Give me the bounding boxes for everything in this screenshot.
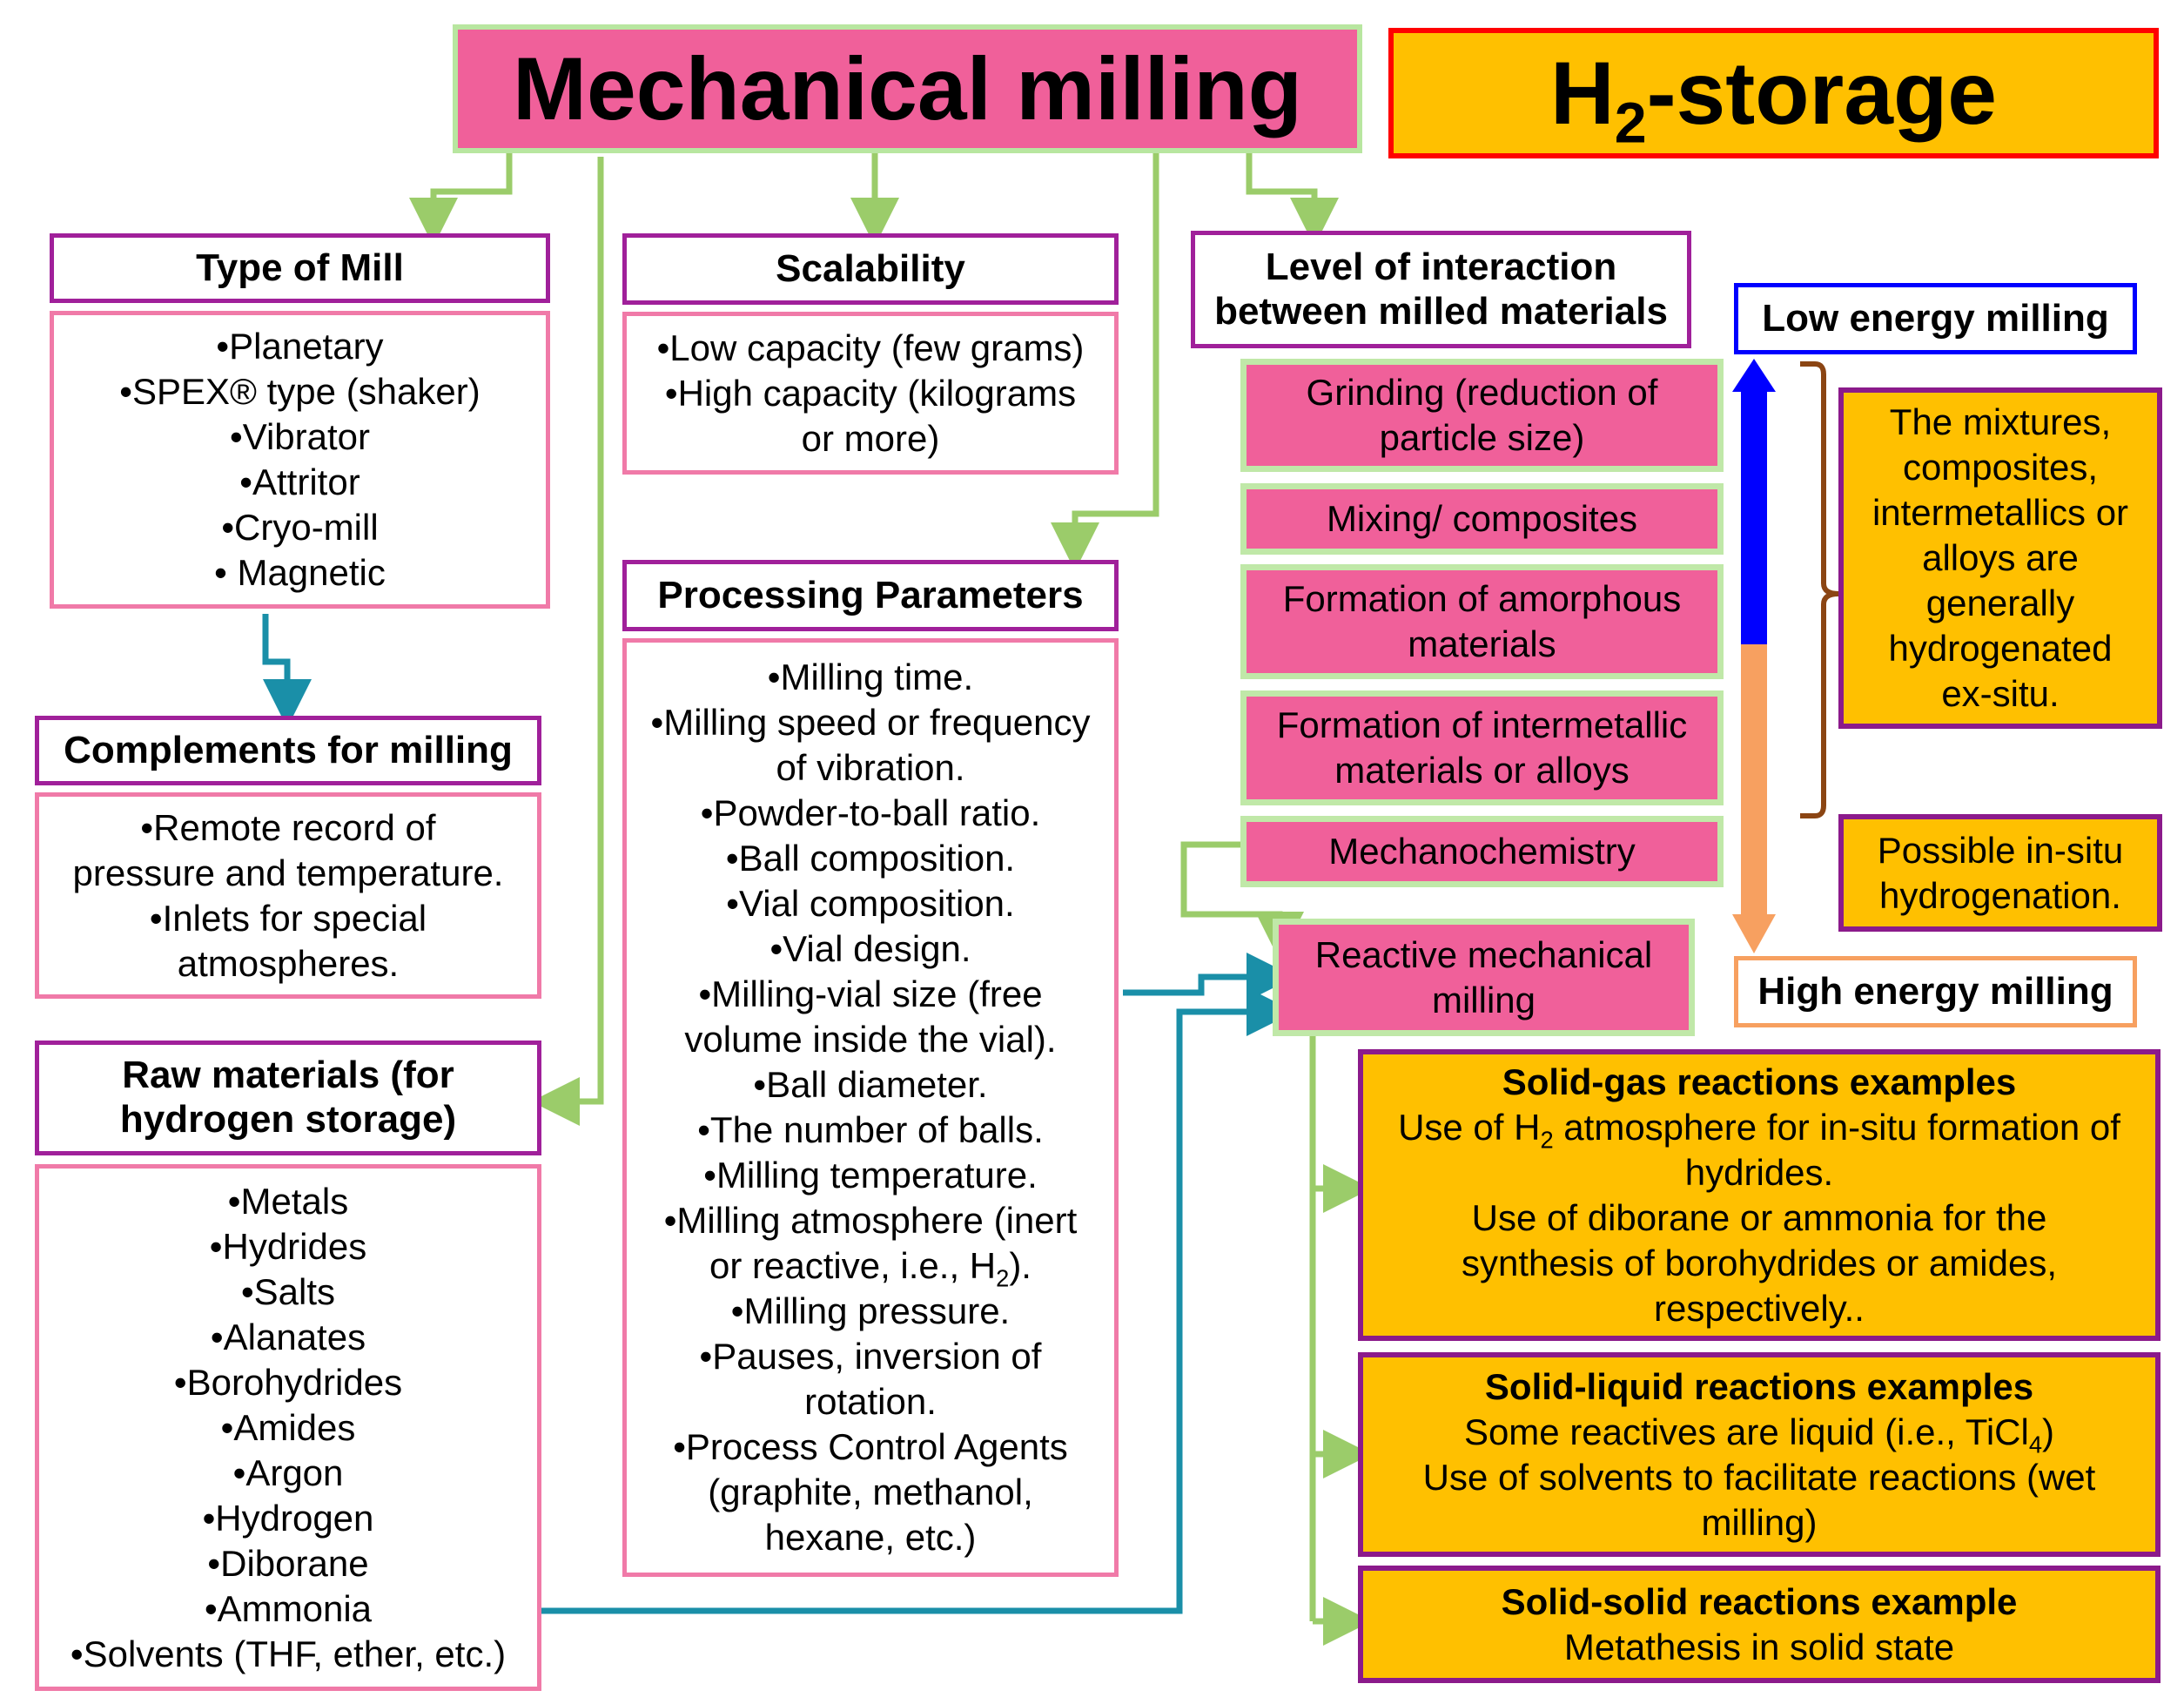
reactive-mechanical-milling: Reactive mechanical milling bbox=[1273, 919, 1695, 1036]
list-item: •SPEX® type (shaker) bbox=[119, 371, 480, 412]
arrow-to-interaction bbox=[1246, 152, 1339, 246]
list-item: •Cryo-mill bbox=[221, 507, 379, 548]
h2-storage-title: H2-storage bbox=[1388, 28, 2159, 158]
list-item: •Milling atmosphere (inert bbox=[663, 1200, 1078, 1241]
list-item: atmospheres. bbox=[177, 942, 400, 984]
list-item: •Powder-to-ball ratio. bbox=[700, 792, 1041, 833]
high-energy-milling-label: High energy milling bbox=[1734, 956, 2137, 1027]
list-item: •Ammonia bbox=[204, 1587, 373, 1629]
low-energy-arrowhead bbox=[1732, 359, 1776, 392]
list-item: •Alanates bbox=[210, 1316, 366, 1357]
type-of-mill-list: •Planetary •SPEX® type (shaker) •Vibrato… bbox=[50, 311, 550, 609]
list-item: •Argon bbox=[232, 1451, 344, 1493]
list-item: •Attritor bbox=[239, 461, 360, 502]
list-item: •Milling speed or frequency bbox=[650, 702, 1091, 743]
solid-solid-title: Solid-solid reactions example bbox=[1501, 1580, 2018, 1622]
list-item: •Ball diameter. bbox=[753, 1064, 988, 1105]
list-item: •Milling time. bbox=[767, 657, 974, 697]
list-item: •Vial composition. bbox=[726, 883, 1015, 924]
solid-gas-line: Use of H2 atmosphere for in-situ formati… bbox=[1398, 1106, 2120, 1153]
list-item: •Vibrator bbox=[229, 416, 370, 457]
list-item: •Salts bbox=[240, 1270, 336, 1312]
complements-list: •Remote record of pressure and temperatu… bbox=[35, 792, 541, 999]
arrow-to-processing bbox=[1051, 152, 1159, 571]
low-energy-milling-label: Low energy milling bbox=[1734, 283, 2137, 354]
solid-liquid-line: Some reactives are liquid (i.e., TiCl4) bbox=[1463, 1411, 2055, 1458]
list-item: or reactive, i.e., H2). bbox=[709, 1245, 1032, 1292]
list-item: •Low capacity (few grams) bbox=[656, 327, 1085, 368]
list-item: •Pauses, inversion of bbox=[699, 1336, 1042, 1377]
solid-gas-title: Solid-gas reactions examples bbox=[1502, 1061, 2017, 1102]
level-mixing: Mixing/ composites bbox=[1240, 483, 1724, 555]
title-text: Mechanical milling bbox=[513, 38, 1302, 138]
exsitu-note: The mixtures, composites, intermetallics… bbox=[1838, 387, 2162, 729]
insitu-note: Possible in-situ hydrogenation. bbox=[1838, 814, 2162, 932]
list-item: rotation. bbox=[804, 1381, 937, 1422]
high-energy-arrowhead bbox=[1732, 914, 1776, 953]
list-item: •Borohydrides bbox=[173, 1361, 403, 1403]
solid-liquid-reactions: Solid-liquid reactions examples Some rea… bbox=[1358, 1352, 2160, 1557]
mechanical-milling-title: Mechanical milling bbox=[453, 24, 1362, 153]
raw-materials-list: •Metals •Hydrides •Salts •Alanates •Boro… bbox=[35, 1164, 541, 1691]
list-item: •The number of balls. bbox=[697, 1109, 1044, 1150]
list-item: •Diborane bbox=[207, 1542, 369, 1584]
level-grinding: Grinding (reduction of particle size) bbox=[1240, 359, 1724, 472]
arrow-mill-to-complements bbox=[262, 614, 312, 728]
list-item: pressure and temperature. bbox=[72, 852, 504, 893]
list-item: •Hydrogen bbox=[202, 1497, 374, 1539]
list-item: •Amides bbox=[220, 1406, 356, 1448]
arrow-to-raw-materials bbox=[531, 157, 604, 1126]
list-item: •Milling pressure. bbox=[730, 1290, 1011, 1331]
solid-liquid-title: Solid-liquid reactions examples bbox=[1484, 1365, 2034, 1407]
list-item: •Ball composition. bbox=[725, 838, 1016, 879]
level-intermetallic: Formation of intermetallic materials or … bbox=[1240, 690, 1724, 805]
solid-gas-reactions: Solid-gas reactions examples Use of H2 a… bbox=[1358, 1049, 2160, 1341]
processing-parameters-list: •Milling time. •Milling speed or frequen… bbox=[622, 638, 1119, 1577]
arrow-processing-to-reactive bbox=[1123, 953, 1295, 1001]
list-item: •Hydrides bbox=[209, 1225, 367, 1267]
list-item: •Solvents (THF, ether, etc.) bbox=[70, 1633, 507, 1674]
list-item: or more) bbox=[801, 417, 940, 459]
list-item: •High capacity (kilograms bbox=[664, 372, 1077, 414]
solid-solid-reactions: Solid-solid reactions example Metathesis… bbox=[1358, 1566, 2160, 1683]
type-of-mill-header: Type of Mill bbox=[50, 233, 550, 303]
list-item: •Inlets for special bbox=[149, 897, 427, 939]
level-of-interaction-header: Level of interaction between milled mate… bbox=[1191, 231, 1691, 348]
list-item: •Milling temperature. bbox=[703, 1155, 1038, 1195]
level-amorphous: Formation of amorphous materials bbox=[1240, 564, 1724, 679]
h2-storage-text: H2-storage bbox=[1550, 43, 1997, 155]
processing-parameters-header: Processing Parameters bbox=[622, 560, 1119, 631]
list-item: •Milling-vial size (free bbox=[698, 973, 1043, 1014]
complements-header: Complements for milling bbox=[35, 716, 541, 785]
brace-icon bbox=[1800, 361, 1839, 818]
list-item: of vibration. bbox=[776, 747, 965, 788]
level-mechanochemistry: Mechanochemistry bbox=[1240, 816, 1724, 887]
scalability-list: •Low capacity (few grams) •High capacity… bbox=[622, 312, 1119, 475]
list-item: •Vial design. bbox=[769, 928, 971, 969]
scalability-header: Scalability bbox=[622, 233, 1119, 305]
list-item: •Planetary bbox=[216, 326, 384, 367]
list-item: • Magnetic bbox=[214, 552, 386, 593]
list-item: •Remote record of bbox=[140, 806, 436, 848]
raw-materials-header: Raw materials (for hydrogen storage) bbox=[35, 1041, 541, 1155]
list-item: •Process Control Agents bbox=[673, 1426, 1068, 1467]
list-item: (graphite, methanol, bbox=[708, 1472, 1033, 1512]
list-item: hexane, etc.) bbox=[764, 1517, 977, 1558]
arrow-to-type-of-mill bbox=[409, 152, 513, 246]
arrow-raw-to-reactive bbox=[540, 987, 1295, 1614]
list-item: •Metals bbox=[227, 1180, 349, 1222]
list-item: volume inside the vial). bbox=[684, 1019, 1057, 1060]
